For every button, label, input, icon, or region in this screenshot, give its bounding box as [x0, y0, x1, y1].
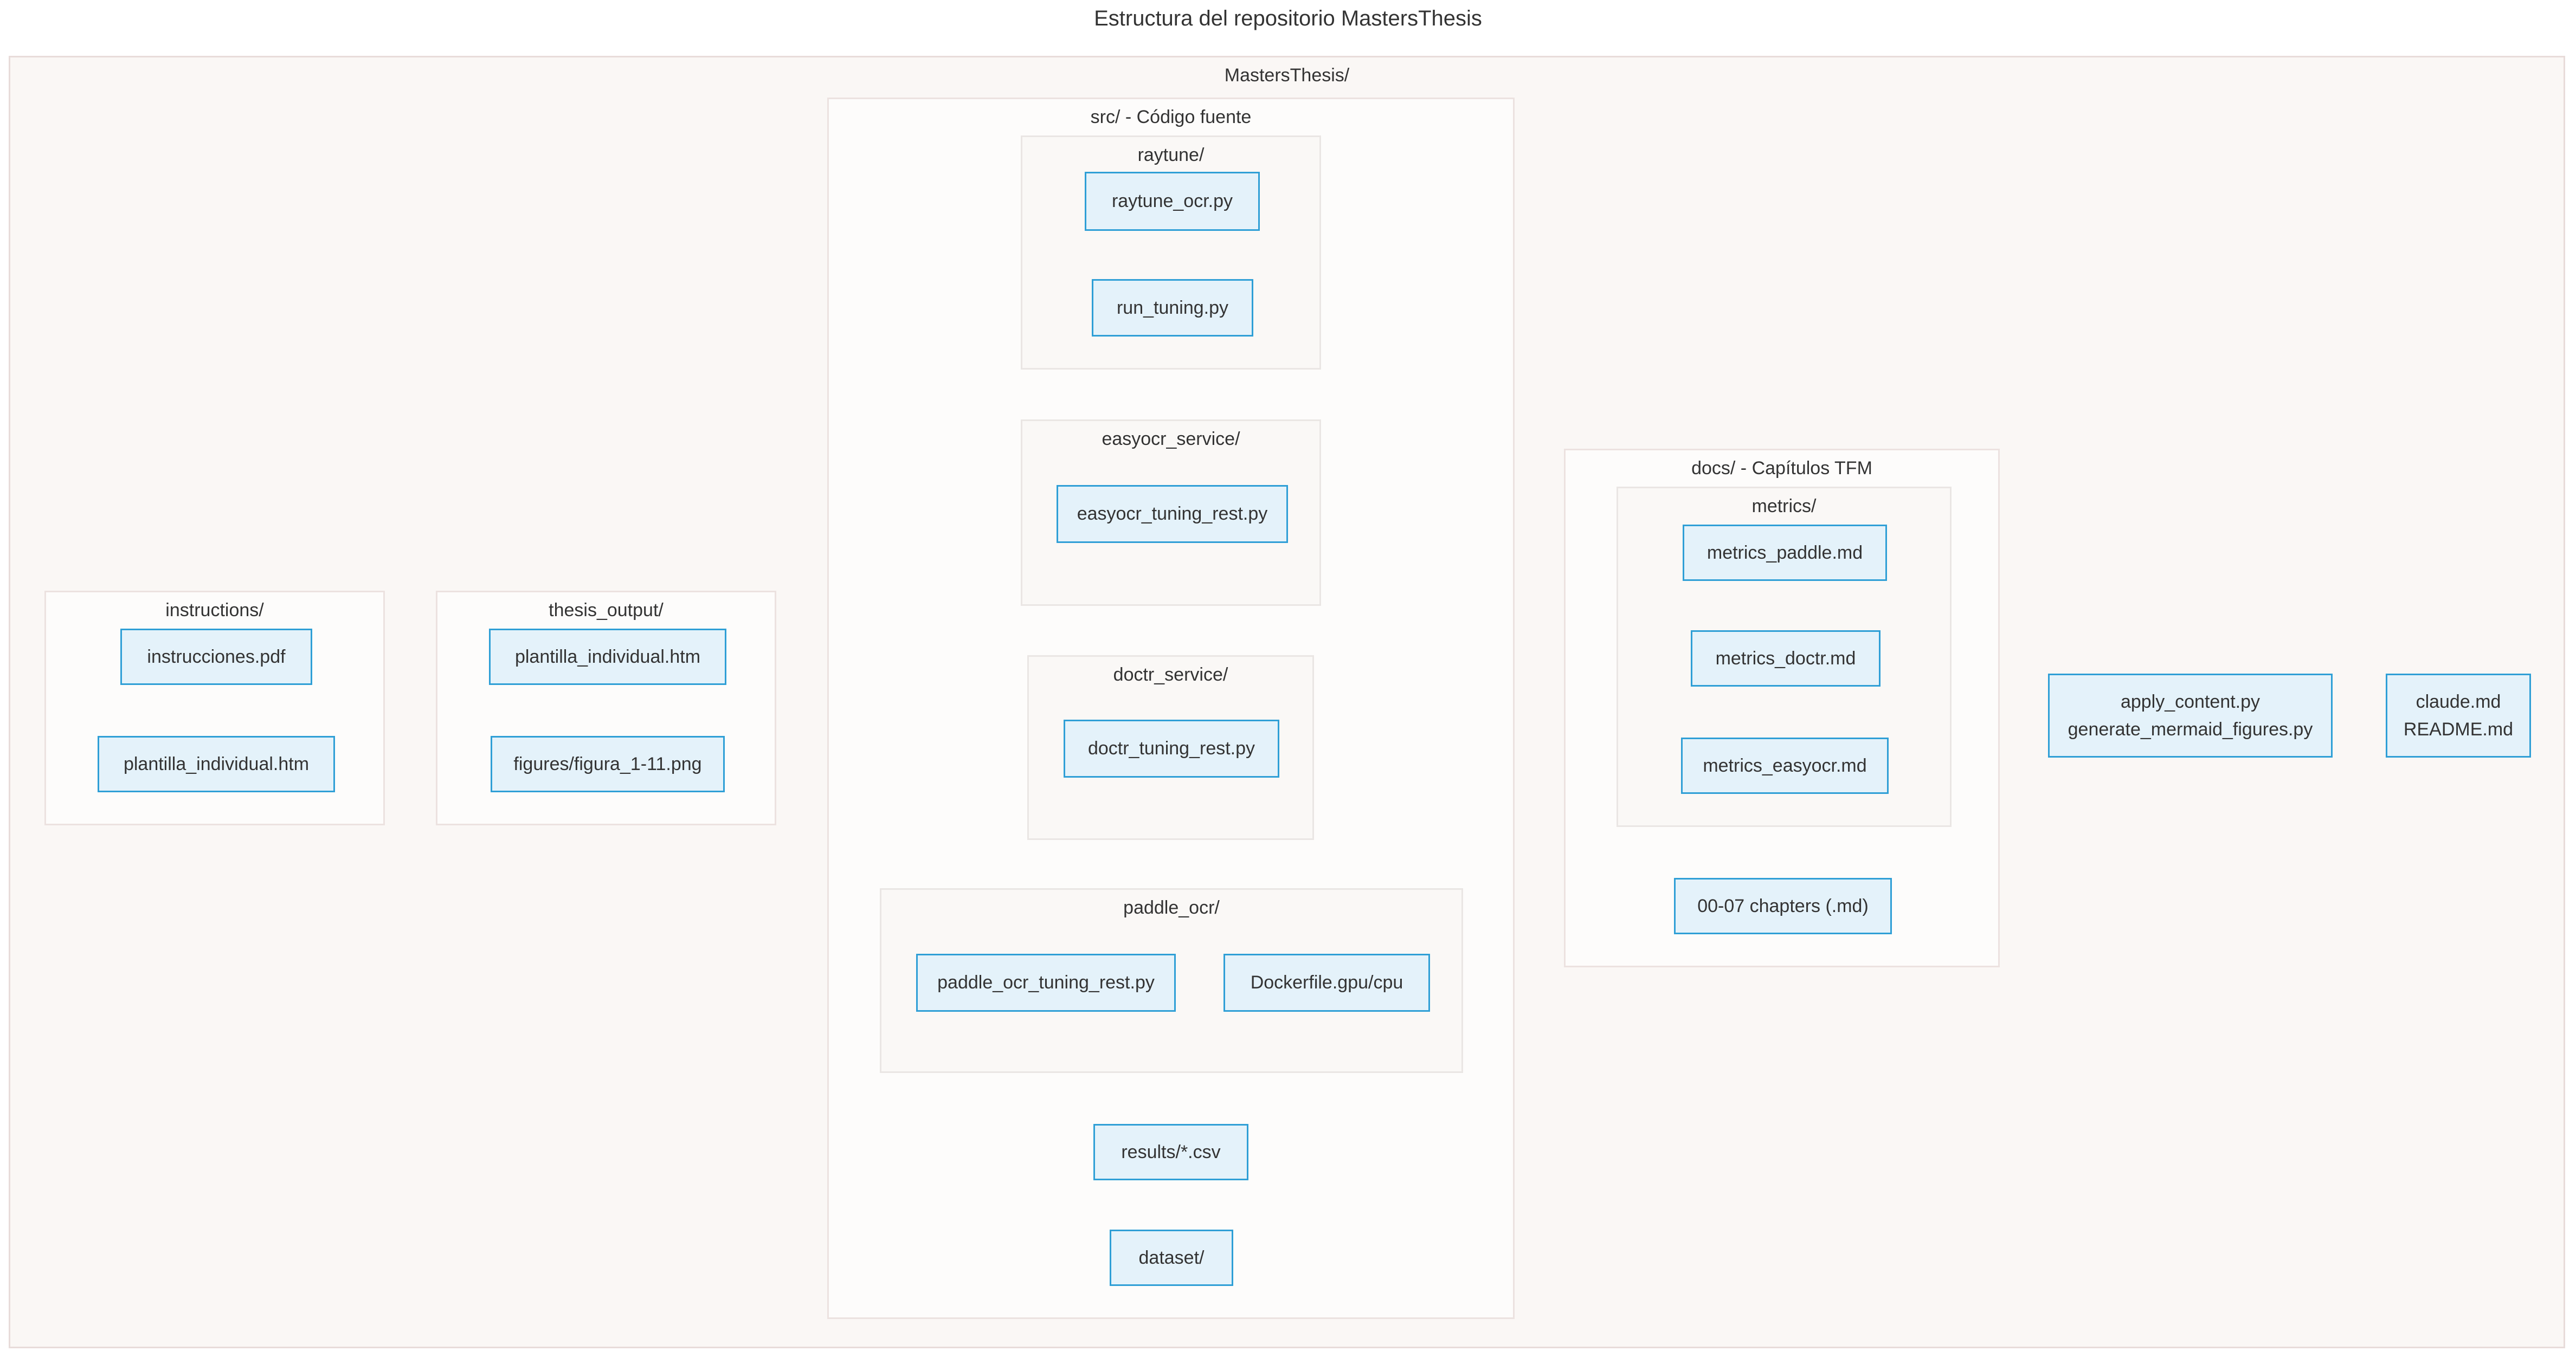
node-doctr-tuning-rest-py-label: doctr_tuning_rest.py — [1087, 738, 1255, 759]
cluster-easyocr-service: easyocr_service/ easyocr_tuning_rest.py — [1021, 419, 1321, 606]
node-run-tuning-py-label: run_tuning.py — [1116, 297, 1229, 318]
cluster-instructions-label: instructions/ — [165, 600, 264, 620]
cluster-mastersthesis-label: MastersThesis/ — [1224, 65, 1350, 86]
node-figures-figura-png: figures/figura_1-11.png — [491, 736, 725, 792]
node-metrics-doctr-md-label: metrics_doctr.md — [1715, 648, 1856, 669]
cluster-metrics-label: metrics/ — [1751, 496, 1817, 516]
node-helper-scripts: apply_content.py generate_mermaid_figure… — [2048, 674, 2333, 758]
node-dataset-label: dataset/ — [1138, 1247, 1205, 1268]
node-instrucciones-pdf-label: instrucciones.pdf — [147, 646, 286, 667]
node-paddle-ocr-tuning-rest-py-label: paddle_ocr_tuning_rest.py — [937, 972, 1155, 993]
node-chapters-md-label: 00-07 chapters (.md) — [1697, 895, 1869, 916]
cluster-raytune: raytune/ raytune_ocr.py run_tuning.py — [1021, 135, 1321, 370]
node-raytune-ocr-py-label: raytune_ocr.py — [1111, 191, 1233, 211]
cluster-instructions: instructions/ instrucciones.pdf plantill… — [44, 591, 385, 825]
node-dockerfile-gpu-cpu-label: Dockerfile.gpu/cpu — [1250, 972, 1403, 993]
node-plantilla-individual-htm-thesis: plantilla_individual.htm — [489, 629, 726, 685]
node-easyocr-tuning-rest-py-label: easyocr_tuning_rest.py — [1077, 503, 1268, 524]
node-chapters-md: 00-07 chapters (.md) — [1674, 878, 1892, 934]
cluster-raytune-label: raytune/ — [1137, 145, 1205, 165]
node-paddle-ocr-tuning-rest-py: paddle_ocr_tuning_rest.py — [916, 954, 1176, 1012]
node-results-csv-label: results/*.csv — [1121, 1141, 1221, 1162]
node-plantilla-individual-htm-instructions: plantilla_individual.htm — [98, 736, 335, 792]
node-run-tuning-py: run_tuning.py — [1092, 279, 1253, 337]
cluster-metrics: metrics/ metrics_paddle.md metrics_doctr… — [1617, 487, 1952, 827]
node-root-docs-line2: README.md — [2403, 719, 2514, 740]
node-metrics-doctr-md: metrics_doctr.md — [1691, 630, 1881, 687]
node-plantilla-individual-htm-thesis-label: plantilla_individual.htm — [514, 646, 701, 667]
node-dataset: dataset/ — [1110, 1230, 1233, 1286]
cluster-thesis-output: thesis_output/ plantilla_individual.htm … — [436, 591, 776, 825]
cluster-src-label: src/ - Código fuente — [1090, 107, 1252, 127]
node-instrucciones-pdf: instrucciones.pdf — [120, 629, 312, 685]
node-root-docs: claude.md README.md — [2386, 674, 2531, 758]
node-figures-figura-png-label: figures/figura_1-11.png — [513, 753, 702, 774]
node-helper-scripts-line1: apply_content.py — [2120, 691, 2261, 712]
node-helper-scripts-line2: generate_mermaid_figures.py — [2068, 719, 2313, 740]
node-doctr-tuning-rest-py: doctr_tuning_rest.py — [1064, 720, 1279, 778]
diagram-title: Estructura del repositorio MastersThesis — [1094, 7, 1482, 30]
node-root-docs-line1: claude.md — [2416, 691, 2501, 712]
node-raytune-ocr-py: raytune_ocr.py — [1085, 172, 1260, 231]
node-easyocr-tuning-rest-py: easyocr_tuning_rest.py — [1057, 485, 1288, 543]
cluster-docs: docs/ - Capítulos TFM metrics/ metrics_p… — [1564, 449, 2000, 967]
cluster-docs-label: docs/ - Capítulos TFM — [1691, 458, 1872, 479]
cluster-paddle-ocr: paddle_ocr/ paddle_ocr_tuning_rest.py Do… — [880, 888, 1463, 1073]
cluster-src: src/ - Código fuente raytune/ raytune_oc… — [827, 98, 1515, 1319]
cluster-mastersthesis: MastersThesis/ src/ - Código fuente rayt… — [9, 56, 2565, 1348]
cluster-doctr-service-label: doctr_service/ — [1113, 664, 1228, 685]
node-metrics-paddle-md: metrics_paddle.md — [1683, 525, 1887, 581]
node-metrics-paddle-md-label: metrics_paddle.md — [1706, 542, 1863, 563]
node-dockerfile-gpu-cpu: Dockerfile.gpu/cpu — [1223, 954, 1430, 1012]
node-plantilla-individual-htm-instructions-label: plantilla_individual.htm — [123, 753, 310, 774]
node-metrics-easyocr-md-label: metrics_easyocr.md — [1703, 755, 1867, 776]
cluster-paddle-ocr-label: paddle_ocr/ — [1123, 897, 1220, 918]
cluster-easyocr-service-label: easyocr_service/ — [1102, 429, 1240, 449]
cluster-thesis-output-label: thesis_output/ — [549, 600, 664, 620]
node-metrics-easyocr-md: metrics_easyocr.md — [1681, 738, 1889, 794]
node-results-csv: results/*.csv — [1093, 1124, 1248, 1180]
cluster-doctr-service: doctr_service/ doctr_tuning_rest.py — [1027, 655, 1314, 840]
